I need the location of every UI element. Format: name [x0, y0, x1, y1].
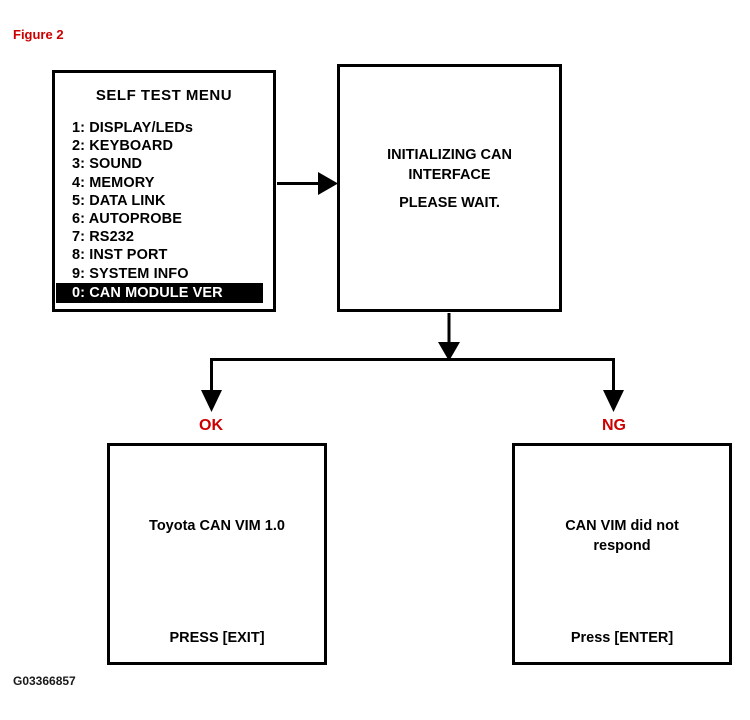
menu-item-label: CAN MODULE VER	[89, 284, 223, 301]
menu-item-label: RS232	[89, 229, 135, 246]
menu-title: SELF TEST MENU	[95, 87, 233, 104]
arrowhead-branch-right	[603, 390, 624, 412]
menu-item-memory[interactable]: 4: MEMORY	[55, 174, 273, 192]
branch-label-ng: NG	[602, 417, 626, 434]
menu-item-label: AUTOPROBE	[88, 210, 182, 227]
init-message-line1: INITIALIZING CAN	[387, 147, 512, 163]
arrowhead-init-down	[438, 342, 460, 361]
ng-message-line2: respond	[593, 538, 651, 554]
arrowhead-branch-left	[201, 390, 222, 412]
init-message-line2: INTERFACE	[408, 167, 491, 183]
menu-item-key: 8:	[72, 247, 86, 264]
menu-item-key: 7:	[72, 229, 86, 246]
menu-item-label: DISPLAY/LEDs	[89, 120, 194, 136]
ok-result-screen: Toyota CAN VIM 1.0 PRESS [EXIT]	[107, 443, 327, 665]
menu-item-label: DATA LINK	[89, 192, 166, 209]
menu-item-key: 6:	[72, 210, 86, 227]
menu-item-rs232[interactable]: 7: RS232	[55, 228, 273, 246]
ng-message-line1: CAN VIM did not	[565, 518, 679, 534]
menu-item-key: 3:	[72, 156, 86, 173]
menu-item-can-module-ver[interactable]: 0: CAN MODULE VER	[56, 282, 263, 303]
menu-item-system-info[interactable]: 9: SYSTEM INFO	[55, 265, 273, 283]
ng-message: CAN VIM did not respond	[515, 516, 729, 556]
menu-list: 1: DISPLAY/LEDs 2: KEYBOARD 3: SOUND 4: …	[55, 119, 273, 303]
init-wait-message: PLEASE WAIT.	[399, 195, 500, 211]
menu-item-label: SOUND	[89, 156, 143, 173]
menu-item-label: INST PORT	[89, 247, 168, 264]
menu-item-label: SYSTEM INFO	[89, 265, 189, 282]
branch-label-ok: OK	[199, 417, 223, 434]
init-message: INITIALIZING CAN INTERFACE	[340, 145, 559, 185]
menu-item-key: 4:	[72, 174, 86, 191]
initializing-screen: INITIALIZING CAN INTERFACE PLEASE WAIT.	[337, 64, 562, 312]
ng-result-screen: CAN VIM did not respond Press [ENTER]	[512, 443, 732, 665]
ok-message: Toyota CAN VIM 1.0	[149, 518, 285, 534]
menu-item-label: KEYBOARD	[89, 138, 174, 155]
menu-item-autoprobe[interactable]: 6: AUTOPROBE	[55, 210, 273, 228]
menu-item-keyboard[interactable]: 2: KEYBOARD	[55, 137, 273, 155]
menu-item-data-link[interactable]: 5: DATA LINK	[55, 192, 273, 210]
menu-item-key: 9:	[72, 265, 86, 282]
menu-item-key: 1:	[72, 120, 86, 136]
figure-title: Figure 2	[13, 27, 64, 42]
menu-item-label: MEMORY	[89, 174, 155, 191]
ng-prompt: Press [ENTER]	[570, 630, 674, 646]
ok-prompt: PRESS [EXIT]	[169, 630, 265, 646]
menu-item-inst-port[interactable]: 8: INST PORT	[55, 246, 273, 264]
self-test-menu-screen: SELF TEST MENU 1: DISPLAY/LEDs 2: KEYBOA…	[52, 70, 276, 312]
figure-caption-code: G03366857	[13, 674, 76, 688]
menu-item-sound[interactable]: 3: SOUND	[55, 155, 273, 173]
arrowhead-menu-to-init	[318, 172, 338, 195]
menu-item-key: 0:	[72, 284, 86, 301]
menu-item-key: 2:	[72, 138, 86, 155]
menu-item-display-leds[interactable]: 1: DISPLAY/LEDs	[55, 119, 273, 137]
menu-item-key: 5:	[72, 192, 86, 209]
